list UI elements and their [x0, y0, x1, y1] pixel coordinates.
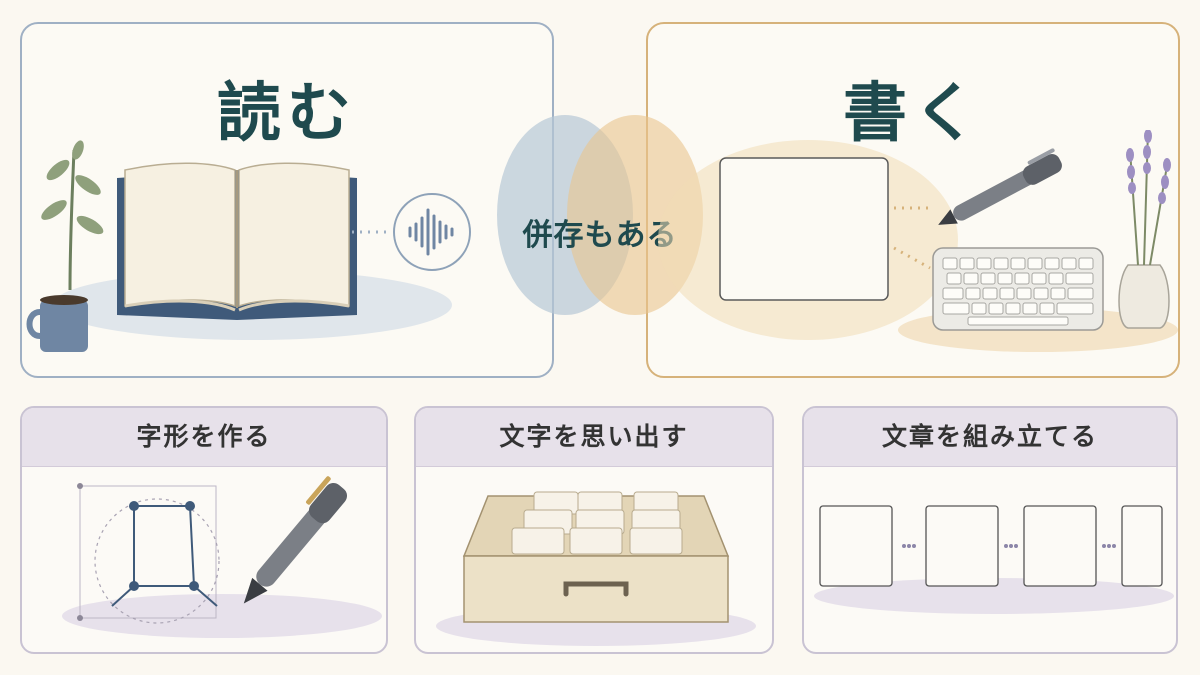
write-title: 書く [843, 76, 983, 151]
card-compose: 文章を組み立てる [802, 406, 1178, 654]
read-title: 読む [217, 76, 357, 151]
write-illustration [658, 130, 1178, 352]
pen-icon [938, 148, 1062, 225]
card-title-compose: 文章を組み立てる [804, 408, 1176, 467]
blank-page-icon [719, 157, 889, 301]
card-title-glyph: 字形を作る [22, 408, 386, 467]
sentence-blocks-icon [814, 505, 1174, 614]
open-book-icon [117, 162, 357, 320]
card-title-recall: 文字を思い出す [416, 408, 772, 467]
glyph-grid-icon [62, 476, 382, 638]
card-glyph: 字形を作る [20, 406, 388, 654]
keyboard-icon [932, 247, 1104, 331]
lavender-vase-icon [1118, 130, 1171, 329]
plant-icon [41, 140, 104, 291]
drawer-icon [436, 491, 756, 646]
read-illustration [26, 140, 471, 352]
sound-wave-icon [393, 193, 471, 271]
overlap-label: 併存もある [522, 218, 678, 253]
coffee-mug-icon [26, 295, 88, 352]
card-recall: 文字を思い出す [414, 406, 774, 654]
